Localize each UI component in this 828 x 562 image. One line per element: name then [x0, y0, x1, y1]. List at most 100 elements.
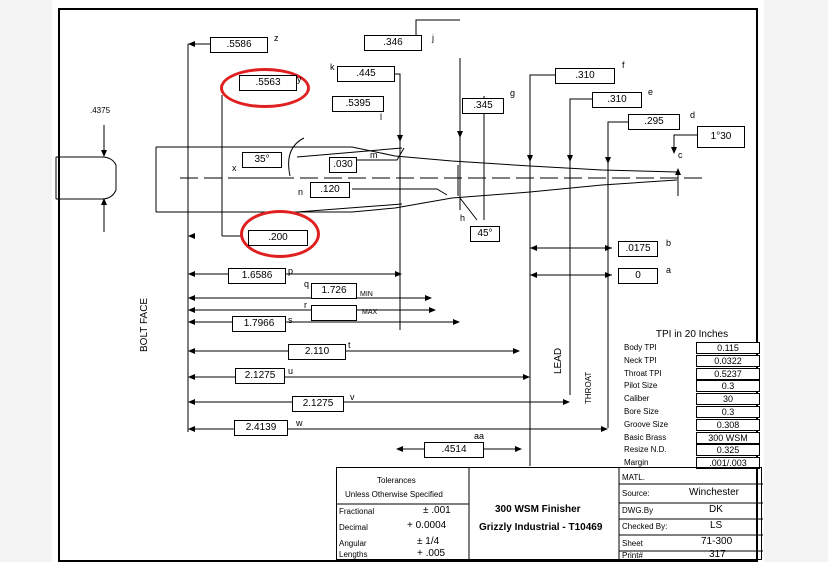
reamer-outline-upper [156, 146, 678, 173]
dim-w-box: 2.4139 [234, 420, 288, 436]
letter-x: x [232, 163, 237, 173]
checked-value: LS [710, 520, 723, 531]
source-value: Winchester [689, 487, 740, 498]
tpi-value: 0.115 [696, 342, 760, 354]
letter-t: t [348, 340, 351, 350]
dim-f-box: .310 [555, 68, 615, 84]
letter-w: w [296, 418, 303, 428]
j-leader [415, 19, 460, 44]
dim-r-box [311, 305, 357, 321]
dim-k-box: .445 [337, 66, 395, 82]
sheet-value: 71-300 [701, 536, 733, 547]
tpi-title: TPI in 20 Inches [655, 329, 729, 340]
throat-label: THROAT [584, 371, 593, 404]
tpi-value: 300 WSM [696, 431, 760, 444]
dim-t-box: 2.110 [288, 344, 346, 360]
tpi-label: Throat TPI [624, 368, 662, 378]
tpi-row: Caliber 30 [622, 393, 762, 406]
dim-h-box: 45° [470, 226, 500, 242]
dim-d-box: .295 [628, 114, 680, 130]
title-block: Tolerances Unless Otherwise Specified Fr… [336, 467, 763, 561]
letter-e: e [648, 87, 654, 97]
highlight-circle-y [220, 68, 310, 108]
h-leader [459, 197, 478, 221]
angular-value: ± 1/4 [417, 536, 440, 547]
tpi-row: Resize N.D.0.325 [622, 444, 762, 457]
c-leader [673, 134, 697, 150]
drawing-subtitle: Grizzly Industrial - T10469 [479, 522, 603, 533]
fractional-value: ± .001 [423, 505, 451, 516]
print-label: Print# [622, 551, 643, 560]
bolt-face-label: BOLT FACE [139, 297, 150, 352]
letter-q: q [304, 279, 310, 289]
letter-s: s [288, 315, 293, 325]
letter-c: c [678, 150, 683, 160]
tpi-value: 0.5237 [696, 367, 760, 380]
print-value: 317 [709, 549, 726, 560]
drawing-sheet: .5586 z .5563 y .346 j .445 k .5395 l .3… [52, 0, 764, 562]
source-label: Source: [622, 489, 650, 498]
tpi-label: Resize N.D. [624, 445, 667, 455]
tpi-value: 0.3 [696, 380, 760, 393]
tpi-row: Neck TPI 0.0322 [622, 354, 762, 368]
highlight-circle-p [240, 210, 320, 258]
lengths-label: Lengths [339, 550, 368, 559]
dim-v-box: 2.1275 [292, 396, 344, 412]
lead-label: LEAD [553, 347, 564, 374]
dim-z-box: .5586 [210, 37, 268, 53]
f-leader [529, 74, 556, 158]
lengths-value: + .005 [417, 548, 446, 559]
dim-a-box: 0 [618, 268, 658, 284]
matl-label: MATL. [622, 473, 645, 482]
tpi-value: 0.308 [696, 418, 760, 431]
m-leader [352, 147, 405, 161]
tpi-row: Margin.001/.003 [622, 457, 762, 470]
dwg-value: DK [709, 504, 723, 515]
letter-aa: aa [474, 431, 485, 441]
dim-s-box: 1.7966 [232, 316, 286, 332]
letter-u: u [288, 366, 294, 376]
x-arc [288, 137, 305, 177]
letter-k: k [330, 62, 335, 72]
drawing-frame [58, 8, 758, 562]
dim-g-box: .345 [462, 98, 504, 114]
letter-l: l [380, 112, 382, 122]
e-leader [569, 98, 592, 158]
angular-label: Angular [339, 539, 367, 548]
dim-b-box: .0175 [618, 241, 658, 257]
shank-nose [56, 156, 117, 200]
dim-u-box: 2.1275 [235, 368, 285, 384]
sheet-label: Sheet [622, 539, 643, 548]
tpi-value: 30 [696, 393, 760, 406]
tpi-label: Pilot Size [624, 381, 658, 391]
tpi-label: Neck TPI [624, 355, 657, 365]
q-min-note: MIN [360, 291, 373, 298]
checked-label: Checked By: [622, 522, 668, 531]
tolerances-heading: Tolerances [377, 476, 416, 485]
dwg-label: DWG.By [622, 506, 654, 515]
tpi-row: Groove Size 0.308 [622, 418, 762, 432]
tpi-value: 0.0322 [696, 354, 760, 367]
letter-m: m [370, 150, 378, 160]
letter-p: p [288, 266, 294, 276]
reamer-outline-lower [156, 179, 678, 213]
tpi-label: Caliber [624, 394, 650, 404]
dim-l-box: .5395 [332, 96, 384, 112]
tpi-label: Bore Size [624, 406, 659, 416]
letter-j: j [432, 33, 434, 43]
letter-d: d [690, 110, 696, 120]
body-taper-upper [296, 147, 403, 158]
letter-a: a [666, 265, 672, 275]
letter-y: y [297, 74, 302, 84]
dim-x-box: 35° [242, 152, 282, 168]
letter-r: r [304, 300, 307, 310]
reamer-drawing [55, 19, 702, 466]
body-taper-lower [296, 203, 403, 213]
dim-p-box: 1.6586 [228, 268, 286, 284]
letter-b: b [666, 238, 672, 248]
tpi-label: Groove Size [624, 419, 669, 429]
dim-q-box: 1.726 [311, 283, 357, 299]
